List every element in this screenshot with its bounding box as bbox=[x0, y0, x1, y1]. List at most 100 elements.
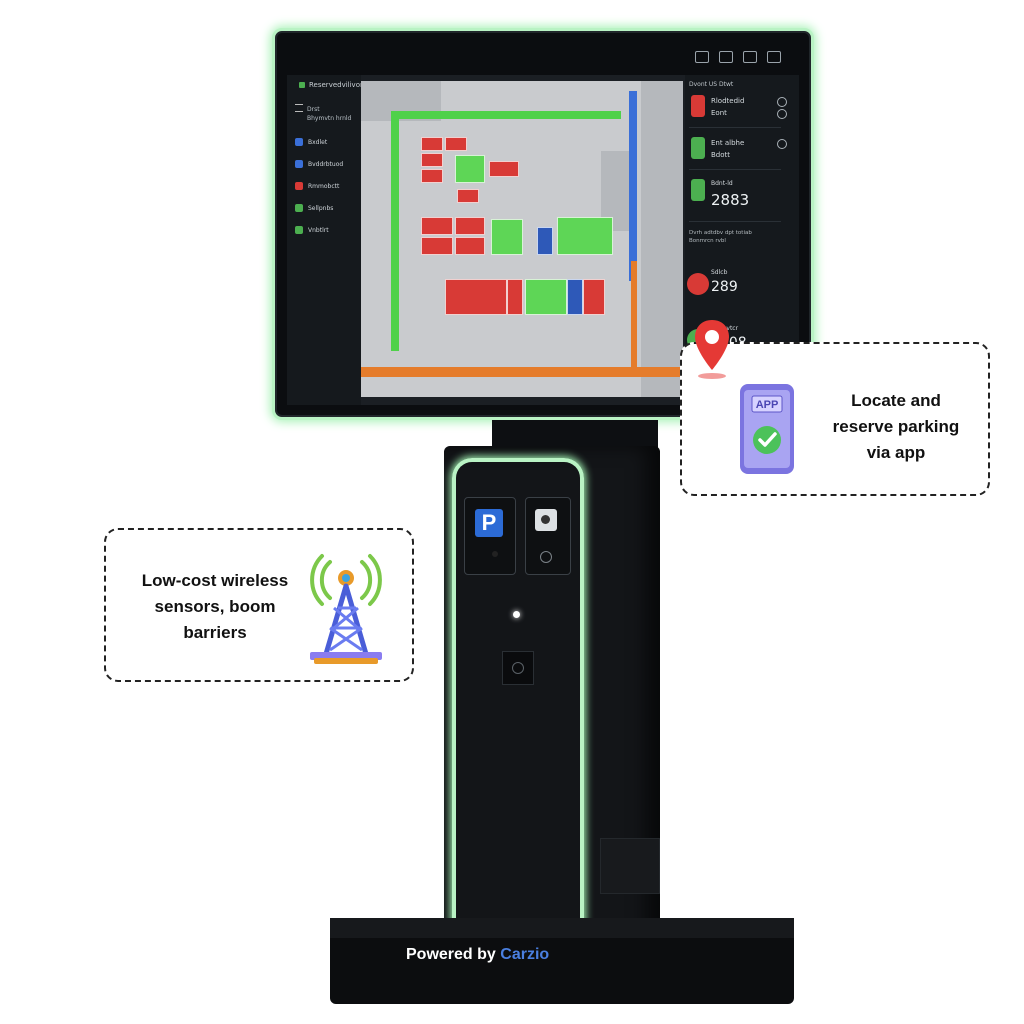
parking-slot-occupied[interactable] bbox=[445, 279, 507, 315]
parking-slot-occupied[interactable] bbox=[457, 189, 479, 203]
nav-item-4[interactable]: Sellpnbs bbox=[295, 199, 355, 217]
parking-slot-free[interactable] bbox=[525, 279, 567, 315]
kiosk-glow-frame bbox=[452, 458, 584, 978]
nav-item-icon bbox=[295, 160, 303, 168]
parking-slot-occupied[interactable] bbox=[507, 279, 523, 315]
service-hatch bbox=[600, 838, 660, 894]
home-icon[interactable] bbox=[695, 51, 709, 63]
parking-slot-occupied[interactable] bbox=[421, 137, 443, 151]
nav-header-line-1: Drst bbox=[307, 106, 320, 113]
stat-label: Sdlcb bbox=[711, 269, 728, 276]
powered-by-text: Powered by bbox=[406, 946, 496, 963]
nav-item-icon bbox=[295, 226, 303, 234]
stat-card-label-1: Ent albhe bbox=[711, 139, 745, 147]
camera-icon bbox=[535, 509, 557, 531]
location-pin-icon bbox=[695, 320, 729, 379]
nav-item-icon bbox=[295, 182, 303, 190]
stat-card-3[interactable]: Bdnt-ld 2883 bbox=[689, 171, 781, 222]
nav-item-icon bbox=[295, 138, 303, 146]
indicator-dot bbox=[492, 551, 498, 557]
app-callout-line: Locate and bbox=[851, 391, 941, 410]
app-callout-line: via app bbox=[866, 443, 926, 462]
stat-card-label-2: Eont bbox=[711, 109, 727, 117]
nav-header: Drst Bhymvtn hrnld bbox=[295, 103, 351, 123]
nav-item-2[interactable]: Bvddrbtuod bbox=[295, 155, 355, 173]
parking-slot-occupied[interactable] bbox=[445, 137, 467, 151]
toggle-icon[interactable] bbox=[777, 97, 787, 107]
parking-slot-icon bbox=[691, 137, 705, 159]
card-reader-slot[interactable] bbox=[502, 651, 534, 685]
app-callout-text: Locate and reserve parking via app bbox=[806, 388, 986, 466]
parking-slot-occupied[interactable] bbox=[421, 169, 443, 183]
nav-item-label: Rmmobctt bbox=[308, 182, 340, 190]
parking-slot-occupied[interactable] bbox=[421, 153, 443, 167]
blue-route bbox=[629, 91, 637, 281]
sensor-callout-line: Low-cost wireless bbox=[141, 571, 289, 590]
wireless-tower-icon bbox=[310, 554, 382, 664]
app-title: Reservedvilivon bbox=[299, 81, 364, 89]
grid-icon[interactable] bbox=[767, 51, 781, 63]
kiosk-base bbox=[330, 933, 794, 1004]
stat-card-label: Bdnt-ld bbox=[711, 180, 733, 187]
nav-item-label: Sellpnbs bbox=[308, 204, 334, 212]
menu-icon[interactable] bbox=[295, 104, 303, 112]
green-route bbox=[391, 111, 621, 119]
parking-slot-occupied[interactable] bbox=[421, 217, 453, 235]
map-block bbox=[641, 81, 683, 397]
power-icon[interactable] bbox=[540, 551, 552, 563]
parking-slot-occupied[interactable] bbox=[583, 279, 605, 315]
stats-panel-title: Dvont US Dtwt bbox=[689, 81, 734, 88]
stat-card-label-1: Rlodtedid bbox=[711, 97, 745, 105]
nav-item-label: Bxdlet bbox=[308, 138, 328, 146]
window-icon[interactable] bbox=[719, 51, 733, 63]
app-badge-label: APP bbox=[756, 399, 779, 411]
parking-slot-free[interactable] bbox=[557, 217, 613, 255]
nav-item-1[interactable]: Bxdlet bbox=[295, 133, 355, 151]
orange-road bbox=[361, 367, 683, 377]
parking-slot-occupied[interactable] bbox=[421, 237, 453, 255]
app-callout: Locate and reserve parking via app bbox=[680, 342, 990, 496]
parking-slot-occupied[interactable] bbox=[455, 237, 485, 255]
parking-sign-icon: P bbox=[475, 509, 503, 537]
sensor-callout-line: barriers bbox=[183, 623, 247, 642]
toggle-icon[interactable] bbox=[777, 109, 787, 119]
parking-slot-icon bbox=[691, 95, 705, 117]
nav-item-label: Vnbtlrt bbox=[308, 226, 329, 234]
parking-slot-occupied[interactable] bbox=[455, 217, 485, 235]
nav-item-icon bbox=[295, 204, 303, 212]
sensor-callout-line: sensors, boom bbox=[154, 597, 276, 616]
parking-slot-occupied[interactable] bbox=[489, 161, 519, 177]
camera-panel bbox=[525, 497, 571, 575]
parking-slot-reserved[interactable] bbox=[537, 227, 553, 255]
parking-slot-icon bbox=[691, 179, 705, 201]
green-route bbox=[391, 111, 399, 351]
occupied-stat-icon bbox=[687, 273, 709, 295]
status-led bbox=[513, 611, 520, 618]
sensor-callout-text: Low-cost wireless sensors, boom barriers bbox=[120, 568, 310, 646]
parking-slot-reserved[interactable] bbox=[567, 279, 583, 315]
mobile-app-icon: APP bbox=[740, 384, 794, 474]
stats-subtext-line-1: Dvrh adtdbv dpt totiab bbox=[689, 230, 752, 236]
powered-by-label: Powered by Carzio bbox=[406, 946, 549, 964]
stat-card-label-2: Bdott bbox=[711, 151, 731, 159]
stats-subtext-line-2: Bonmrcn rvbl bbox=[689, 238, 726, 244]
left-nav: Reservedvilivon Drst Bhymvtn hrnld Bxdle… bbox=[287, 75, 364, 405]
brand-logo: Carzio bbox=[500, 946, 550, 963]
system-tray bbox=[695, 51, 781, 63]
settings-icon[interactable] bbox=[743, 51, 757, 63]
toggle-icon[interactable] bbox=[777, 139, 787, 149]
nav-item-5[interactable]: Vnbtlrt bbox=[295, 221, 355, 239]
parking-slot-free[interactable] bbox=[455, 155, 485, 183]
parking-map[interactable] bbox=[361, 81, 683, 397]
stat-number: 289 bbox=[711, 279, 738, 295]
nav-item-3[interactable]: Rmmobctt bbox=[295, 177, 355, 195]
kiosk-base-top bbox=[330, 918, 794, 938]
stat-card-number: 2883 bbox=[711, 191, 750, 209]
nav-item-label: Bvddrbtuod bbox=[308, 160, 344, 168]
orange-road bbox=[631, 261, 637, 371]
parking-slot-free[interactable] bbox=[491, 219, 523, 255]
